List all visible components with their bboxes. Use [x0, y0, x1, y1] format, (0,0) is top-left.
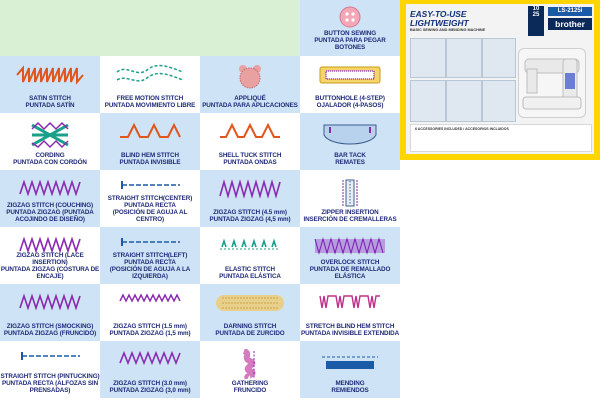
feature-panel — [446, 80, 482, 122]
gathering-icon — [242, 349, 256, 379]
product-subtitle: BASIC SEWING AND MENDING MACHINE — [410, 28, 486, 32]
applique-bear-icon — [239, 65, 261, 89]
stitch-zigzag-45[interactable]: ZIGZAG STITCH (4.5 mm)PUNTADA ZIGZAG (4,… — [200, 170, 300, 227]
straight-stitch-icon — [121, 181, 180, 189]
cording-icon — [31, 121, 69, 149]
zipper-icon — [342, 179, 358, 207]
stitch-zigzag-couching[interactable]: ZIGZAG STITCH (COUCHING)PUNTADA ZIGZAG (… — [0, 170, 100, 227]
shell-tuck-icon — [220, 122, 280, 138]
stitch-caption: BUTTON SEWING PUNTADA PARA PEGAR BOTONES — [314, 30, 386, 51]
zigzag-narrow-icon — [119, 293, 181, 303]
blind-hem-icon — [120, 122, 181, 138]
feature-panel — [482, 80, 516, 122]
overlock-icon — [314, 237, 385, 255]
stitch-zigzag-30[interactable]: ZIGZAG STITCH (3.0 mm)PUNTADA ZIGZAG (3,… — [100, 341, 200, 398]
bar-tack-pocket-icon — [323, 124, 377, 145]
stitch-zigzag-15[interactable]: ZIGZAG STITCH (1.5 mm)PUNTADA ZIGZAG (1,… — [100, 284, 200, 341]
feature-panel — [410, 80, 446, 122]
stitch-straight-pintucking[interactable]: STRAIGHT STITCH (PINTUCKING)PUNTADA RECT… — [0, 341, 100, 398]
stitch-buttonhole[interactable]: BUTTONHOLE (4-STEP)OJALADOR (4-PASOS) — [300, 56, 400, 113]
elastic-stitch-icon — [220, 238, 280, 250]
straight-stitch-icon — [121, 238, 180, 246]
satin-stitch-icon — [16, 65, 84, 85]
free-motion-icon — [116, 64, 184, 82]
product-box: EASY-TO-USE LIGHTWEIGHT BASIC SEWING AND… — [400, 0, 600, 160]
zigzag-icon — [119, 350, 181, 366]
sewing-machine-image — [518, 48, 586, 118]
feature-panel — [446, 38, 482, 78]
buttonhole-icon — [319, 66, 381, 84]
feature-badge: 10 25 — [528, 6, 544, 36]
stitch-straight-left[interactable]: STRAIGHT STITCH(LEFT)PUNTADA RECTA(POSIC… — [100, 227, 200, 284]
zigzag-icon — [19, 179, 81, 197]
feature-panel — [482, 38, 516, 78]
zigzag-icon — [19, 236, 81, 254]
stitch-button-sewing[interactable]: BUTTON SEWING PUNTADA PARA PEGAR BOTONES — [300, 0, 400, 56]
button-icon — [339, 6, 361, 28]
product-box-inner: EASY-TO-USE LIGHTWEIGHT BASIC SEWING AND… — [406, 4, 594, 154]
brand-logo: brother — [548, 18, 592, 30]
top-banner — [0, 0, 300, 56]
feature-panel — [410, 38, 446, 78]
stitch-zigzag-smocking[interactable]: ZIGZAG STITCH (SMOCKING)PUNTADA ZIGZAG (… — [0, 284, 100, 341]
stitch-straight-center[interactable]: STRAIGHT STITCH(CENTER)PUNTADA RECTA(POS… — [100, 170, 200, 227]
accessories-strip: 6 ACCESSORIES INCLUDED / ACCESORIOS INCL… — [410, 124, 592, 152]
stretch-blind-hem-icon — [319, 295, 380, 309]
zigzag-wide-icon — [219, 179, 281, 199]
stitch-zigzag-lace[interactable]: ZIGZAG STITCH (LACE INSERTION)PUNTADA ZI… — [0, 227, 100, 284]
sewing-machine-icon — [522, 58, 582, 110]
straight-stitch-icon — [21, 352, 80, 360]
mending-icon — [322, 356, 378, 369]
model-label: LS-2125i — [548, 7, 592, 16]
zigzag-icon — [19, 293, 81, 311]
product-title: EASY-TO-USE LIGHTWEIGHT — [410, 9, 469, 28]
darning-icon — [216, 295, 284, 311]
